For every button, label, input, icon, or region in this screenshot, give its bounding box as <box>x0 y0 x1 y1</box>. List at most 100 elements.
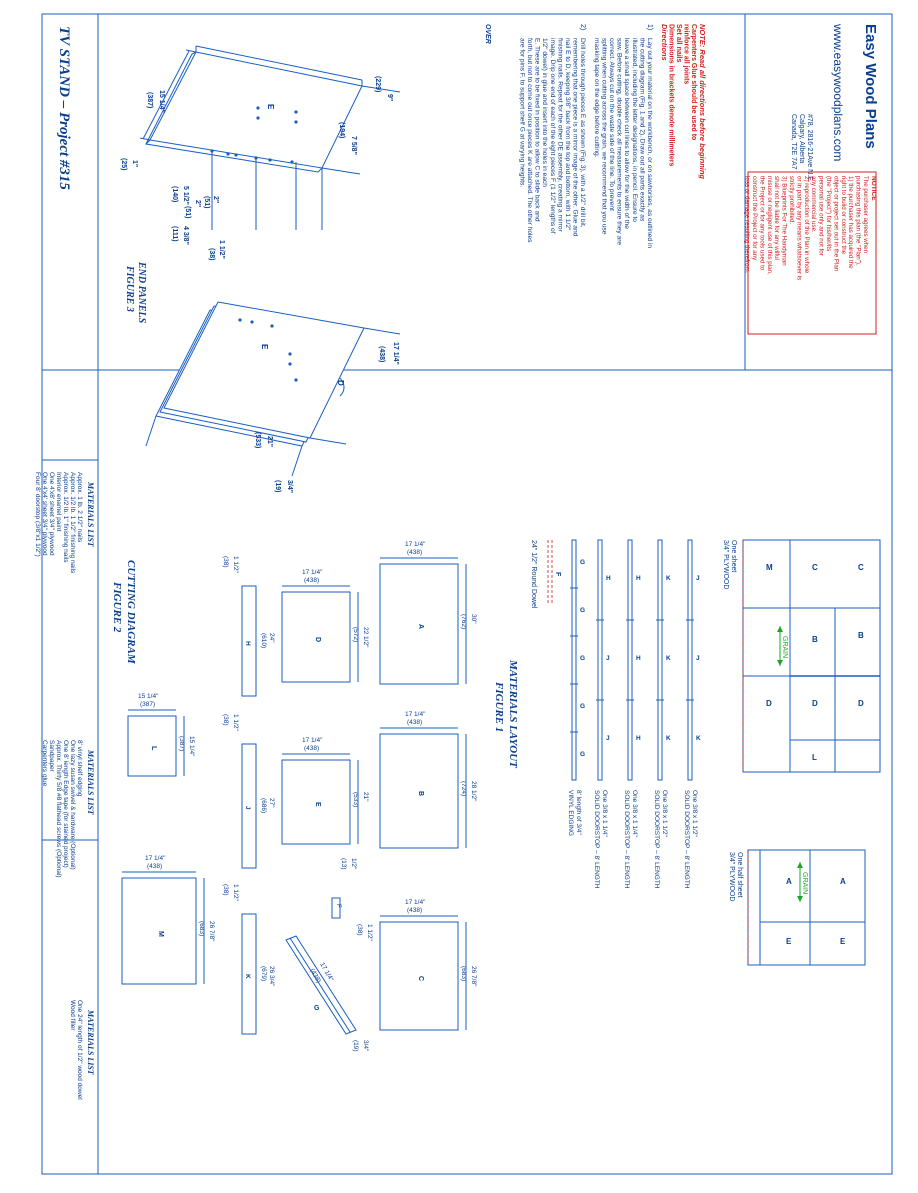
svg-text:MATERIALS LAYOUT: MATERIALS LAYOUT <box>507 659 519 769</box>
strip-description: SOLID DOORSTOP – 8' LENGTH <box>623 790 630 889</box>
svg-text:(194): (194) <box>338 122 345 138</box>
sheet1-grain-arrow: GRAIN <box>777 626 788 666</box>
strip-letter: K <box>666 575 671 582</box>
page-border <box>41 13 893 1175</box>
svg-text:GRAIN: GRAIN <box>781 636 788 658</box>
cut-edging-g: G17 1/4"(438)3/4"(19) <box>285 935 369 1052</box>
svg-text:C: C <box>812 563 818 572</box>
strip-description: VINYL EDGING <box>567 790 574 836</box>
strip-letter: H <box>606 575 611 582</box>
notice-box <box>747 171 877 335</box>
svg-text:(51): (51) <box>203 196 210 208</box>
svg-text:1": 1" <box>131 160 138 167</box>
cut-dim: (438) <box>304 745 319 752</box>
cut-dim: 17 1/4" <box>405 711 426 718</box>
direction-line: finishing nails. Repeat for the other DE… <box>556 38 563 233</box>
cut-dim: 1 1/2" <box>232 884 239 901</box>
svg-text:D: D <box>812 699 818 708</box>
direction-line: remembering that one piece is a mirror i… <box>572 38 579 237</box>
materials-list-item: Wood filler <box>69 1000 76 1031</box>
cut-part: C17 1/4"(438)26 7/8"(683) <box>379 899 477 1031</box>
cut-dim: (38) <box>222 556 229 568</box>
notice-text: NOTICE The purchaser agrees whenpurchasi… <box>744 176 877 280</box>
svg-text:F: F <box>554 572 561 577</box>
svg-text:17 1/4": 17 1/4" <box>392 342 399 365</box>
cut-strip: K1 1/2"(38)26 3/4"(679) <box>222 884 275 1035</box>
cut-dim: 15 1/4" <box>138 693 159 700</box>
cut-part-letter: L <box>150 746 157 751</box>
cut-dim: 30" <box>470 614 477 624</box>
svg-text:One sheet: One sheet <box>730 540 737 572</box>
figure3-panels-de <box>145 301 401 477</box>
plywood-sheet-2 <box>747 849 866 966</box>
svg-text:D: D <box>858 699 864 708</box>
notice-line: any commercial use. <box>810 176 817 233</box>
direction-line: nail E to D, keeping 3/8" back from the … <box>564 38 571 231</box>
cut-dim: (683) <box>460 966 467 981</box>
cut-dim: 17 1/4" <box>302 569 323 576</box>
materials-list-title: MATERIALS LIST <box>86 481 95 548</box>
note-line: Dimensions in brackets denote millimeter… <box>668 24 675 166</box>
cut-dim: 22 1/2" <box>362 627 369 648</box>
cut-dim: 17 1/4" <box>405 899 426 906</box>
svg-text:(111): (111) <box>171 226 178 242</box>
svg-text:(229): (229) <box>374 76 381 92</box>
cut-part-letter: G <box>314 1005 320 1012</box>
strip-description: SOLID DOORSTOP – 8' LENGTH <box>593 790 600 889</box>
cut-dim: (438) <box>407 549 422 556</box>
svg-text:9": 9" <box>386 94 393 101</box>
direction-line: correct. Always cut on the waste side of… <box>608 38 615 211</box>
cut-dim: (438) <box>147 863 162 870</box>
materials-list-title: MATERIALS LIST <box>86 749 95 816</box>
cut-dim: 1 1/2" <box>366 924 373 941</box>
svg-text:A: A <box>840 877 846 886</box>
materials-list-item: Carpenters glue <box>41 740 48 787</box>
materials-list-item: One lazy susan swivel & hardware (Option… <box>69 740 76 870</box>
svg-text:2": 2" <box>194 200 201 207</box>
figure3-caption: END PANELS FIGURE 3 <box>124 261 147 324</box>
cut-dim: 24" <box>268 633 275 643</box>
materials-list-item: 8' vinyl shelf edging <box>76 740 83 797</box>
cut-dim: (533) <box>352 792 359 807</box>
svg-text:OVER: OVER <box>484 24 491 44</box>
notice-line: personal use only and not for <box>818 176 825 256</box>
plywood-sheet-1 <box>742 539 881 773</box>
svg-text:END PANELS: END PANELS <box>136 261 147 324</box>
note-line: Carpenters Glue should be used to <box>690 24 697 140</box>
materials-list-item: One 4'x4' sheet 3/4" plywood <box>41 472 48 556</box>
notice-line: the Project or for any tools used to <box>758 176 765 271</box>
cut-strip: J1 1/2"(38)27"(686) <box>222 714 275 869</box>
strip-letter: G <box>580 607 585 614</box>
cut-dim: 21" <box>362 792 369 802</box>
cut-dim: 1 1/2" <box>232 714 239 731</box>
direction-line: the cutting diagram (Fig. 1 and 2). Draw… <box>638 38 645 222</box>
materials-list-item: Sandpaper <box>48 740 55 773</box>
cut-part-letter: E <box>314 802 321 807</box>
note-line: reinforce all joints <box>683 24 690 84</box>
svg-text:5 1/2": 5 1/2" <box>182 186 189 205</box>
strip-letter: G <box>580 751 585 758</box>
strip-letter: H <box>636 735 641 742</box>
strip-letter: K <box>696 735 701 742</box>
notice-line: misuse or negligent use of this plan, <box>766 176 773 275</box>
svg-text:7 5/8": 7 5/8" <box>350 136 357 155</box>
figure3-labels: E E D 9" (229) 7 5/8" (194) 15 1/4" (387… <box>120 76 399 493</box>
svg-text:D: D <box>336 380 345 386</box>
svg-text:(140): (140) <box>171 186 178 202</box>
notice-line: or in part by any means whatsoever is <box>795 176 802 280</box>
materials-list-item: Interior enamel paint <box>55 472 62 531</box>
materials-list-item: One 4'x8' sheet 3/4" plywood <box>48 472 55 556</box>
strip-letter: G <box>580 655 585 662</box>
cut-dim: 1 1/2" <box>232 556 239 573</box>
cut-dim: (38) <box>222 714 229 726</box>
svg-text:(51): (51) <box>184 206 191 218</box>
notice-line: loss or damage resulting therefrom. <box>744 176 751 274</box>
